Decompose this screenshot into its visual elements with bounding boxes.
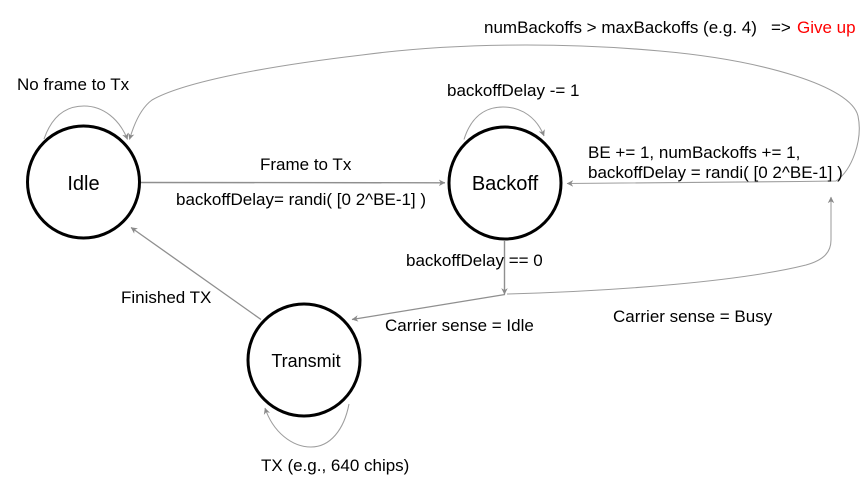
svg-text:backoffDelay = randi( [0 2^BE-: backoffDelay = randi( [0 2^BE-1] ) xyxy=(588,163,843,182)
svg-text:TX (e.g., 640 chips): TX (e.g., 640 chips) xyxy=(261,456,409,475)
svg-text:backoffDelay == 0: backoffDelay == 0 xyxy=(406,251,543,270)
svg-text:numBackoffs > maxBackoffs (e.g: numBackoffs > maxBackoffs (e.g. 4)=>Give… xyxy=(484,18,856,37)
svg-text:Finished TX: Finished TX xyxy=(121,288,211,307)
svg-text:Backoff: Backoff xyxy=(472,173,539,195)
svg-text:BE += 1, numBackoffs += 1,: BE += 1, numBackoffs += 1, xyxy=(588,143,800,162)
svg-text:backoffDelay= randi( [0 2^BE-1: backoffDelay= randi( [0 2^BE-1] ) xyxy=(176,190,426,209)
svg-text:Idle: Idle xyxy=(67,173,99,195)
svg-text:No frame to Tx: No frame to Tx xyxy=(17,75,130,94)
svg-text:backoffDelay -= 1: backoffDelay -= 1 xyxy=(447,81,579,100)
svg-text:Carrier sense = Idle: Carrier sense = Idle xyxy=(385,316,534,335)
svg-text:Frame to Tx: Frame to Tx xyxy=(260,155,352,174)
svg-text:Carrier sense = Busy: Carrier sense = Busy xyxy=(613,307,773,326)
svg-text:Transmit: Transmit xyxy=(271,351,340,371)
